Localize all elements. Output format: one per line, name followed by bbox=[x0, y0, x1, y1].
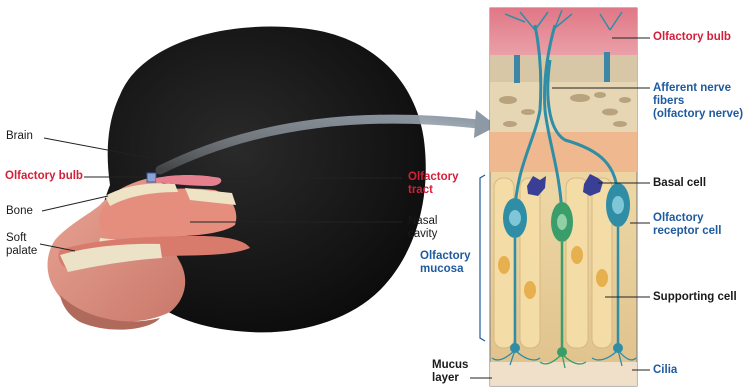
label-olfactory-mucosa-line2: mucosa bbox=[420, 263, 463, 276]
label-mucus-layer-line2: layer bbox=[432, 372, 459, 385]
label-olfactory-bulb-right: Olfactory bulb bbox=[653, 31, 731, 44]
label-nasal-cavity-line2: cavity bbox=[408, 228, 437, 241]
label-receptor-line2: receptor cell bbox=[653, 225, 721, 238]
mucosa-panel bbox=[490, 8, 637, 386]
chimp-head-illustration bbox=[48, 27, 426, 333]
mucus-layer bbox=[490, 362, 637, 386]
label-receptor-line1: Olfactory bbox=[653, 212, 704, 225]
label-nasal-cavity-line1: Nasal bbox=[408, 215, 437, 228]
label-afferent-line2: fibers bbox=[653, 95, 684, 108]
label-soft-palate-line2: palate bbox=[6, 245, 37, 258]
mucosa-bracket bbox=[480, 175, 485, 341]
label-cilia: Cilia bbox=[653, 364, 677, 377]
label-brain: Brain bbox=[6, 130, 33, 143]
label-basal-cell: Basal cell bbox=[653, 177, 706, 190]
label-olfactory-tract-line1: Olfactory bbox=[408, 171, 459, 184]
label-olfactory-tract-line2: tract bbox=[408, 184, 433, 197]
label-afferent-line1: Afferent nerve bbox=[653, 82, 731, 95]
cribriform-bone-layer bbox=[490, 55, 637, 82]
label-soft-palate-line1: Soft bbox=[6, 232, 26, 245]
label-supporting-cell: Supporting cell bbox=[653, 291, 737, 304]
label-bone: Bone bbox=[6, 205, 33, 218]
bulb-layer bbox=[490, 8, 637, 55]
label-mucus-layer-line1: Mucus bbox=[432, 359, 468, 372]
label-olfactory-mucosa-line1: Olfactory bbox=[420, 250, 471, 263]
label-olfactory-bulb-left: Olfactory bulb bbox=[5, 170, 83, 183]
olfactory-bulb-marker bbox=[147, 173, 156, 182]
label-afferent-line3: (olfactory nerve) bbox=[653, 108, 743, 121]
